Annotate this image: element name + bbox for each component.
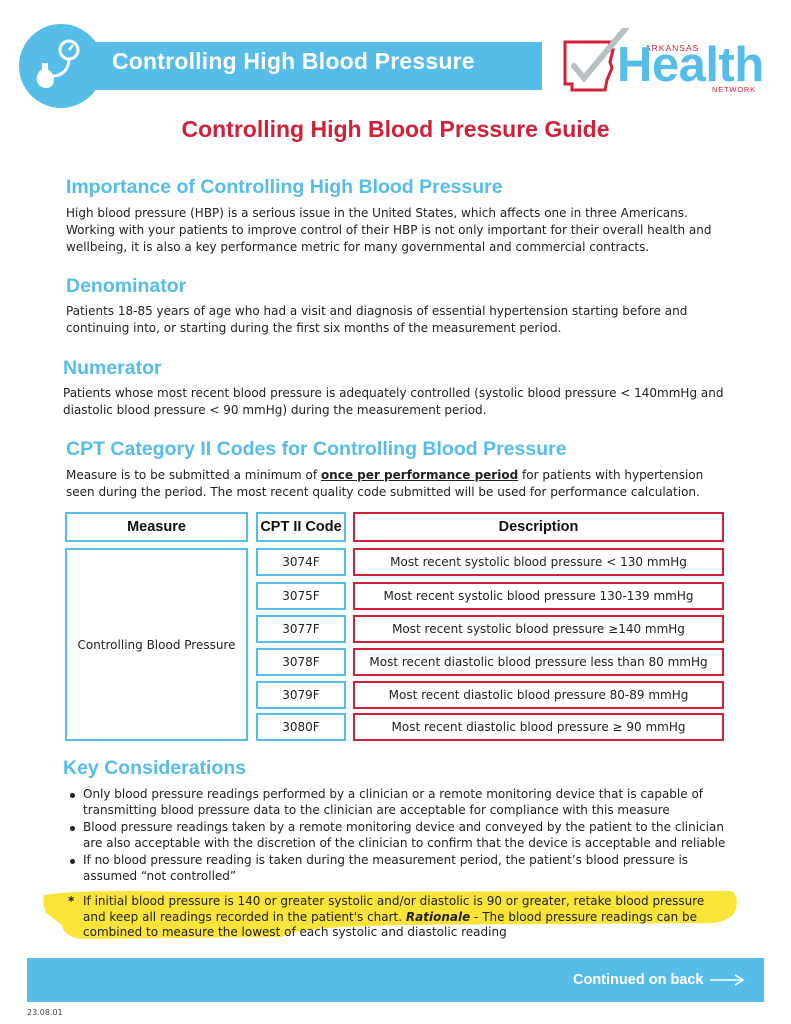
table-row-code: 3075F: [256, 582, 346, 610]
retake-note-text: If initial blood pressure is 140 or grea…: [83, 894, 705, 924]
version-code: 23.08.01: [27, 1008, 63, 1017]
key-considerations-list: Only blood pressure readings performed b…: [68, 787, 728, 886]
cpt-text-before: Measure is to be submitted a minimum of: [66, 468, 321, 482]
logo-network-text: NETWORK: [712, 85, 756, 94]
table-row-code: 3078F: [256, 648, 346, 676]
cpt-text-emphasis: once per performance period: [320, 468, 519, 482]
rationale-text: - The blood pressure readings can be com…: [83, 909, 698, 940]
page-title: Controlling High Blood Pressure Guide: [181, 116, 610, 142]
cpt-heading: CPT Category II Codes for Controlling Bl…: [66, 438, 567, 460]
table-row-code: 3077F: [256, 615, 346, 643]
continued-on-back-label: Continued on back: [573, 972, 704, 988]
importance-heading: Importance of Controlling High Blood Pre…: [66, 176, 503, 198]
table-row-description: Most recent diastolic blood pressure 80-…: [353, 681, 724, 709]
table-row-description: Most recent systolic blood pressure < 13…: [353, 548, 724, 576]
list-item: If no blood pressure reading is taken du…: [68, 853, 728, 884]
logo-health-text: Health: [617, 38, 764, 92]
denominator-text: Patients 18-85 years of age who had a vi…: [66, 304, 688, 335]
importance-text: High blood pressure (HBP) is a serious i…: [66, 206, 712, 254]
denominator-heading: Denominator: [66, 275, 187, 297]
table-row-description: Most recent systolic blood pressure 130-…: [353, 582, 724, 610]
list-item: Only blood pressure readings performed b…: [68, 787, 728, 818]
cpt-text: Measure is to be submitted a minimum of …: [66, 467, 731, 501]
key-considerations-heading: Key Considerations: [63, 757, 247, 779]
numerator-heading: Numerator: [63, 357, 162, 379]
cpt-text-after: for patients with hypertension seen duri…: [66, 468, 704, 499]
header-title: Controlling High Blood Pressure: [112, 48, 475, 74]
table-row-code: 3079F: [256, 681, 346, 709]
star-marker: *: [68, 894, 75, 908]
retake-note: * If initial blood pressure is 140 or gr…: [68, 894, 728, 941]
table-row-code: 3074F: [256, 548, 346, 576]
logo-arkansas-text: ARKANSAS: [645, 43, 700, 53]
table-header-measure: Measure: [65, 512, 248, 542]
list-item: Blood pressure readings taken by a remot…: [68, 820, 728, 851]
table-measure-cell: Controlling Blood Pressure: [65, 548, 248, 741]
table-row-description: Most recent diastolic blood pressure ≥ 9…: [353, 713, 724, 741]
footer-banner: [27, 958, 764, 1002]
rationale-label: Rationale: [405, 909, 471, 924]
table-header-code: CPT II Code: [256, 512, 346, 542]
table-row-description: Most recent systolic blood pressure ≥140…: [353, 615, 724, 643]
blood-pressure-cuff-icon: [36, 39, 80, 89]
yellow-highlight-stroke: [43, 891, 737, 939]
table-header-description: Description: [353, 512, 724, 542]
numerator-text: Patients whose most recent blood pressur…: [63, 386, 724, 417]
header-banner: [55, 42, 542, 90]
table-row-code: 3080F: [256, 713, 346, 741]
table-row-description: Most recent diastolic blood pressure les…: [353, 648, 724, 676]
header-icon-circle: [19, 24, 103, 108]
arkansas-map-check-icon: [563, 28, 629, 92]
arrow-right-icon: [710, 974, 745, 986]
